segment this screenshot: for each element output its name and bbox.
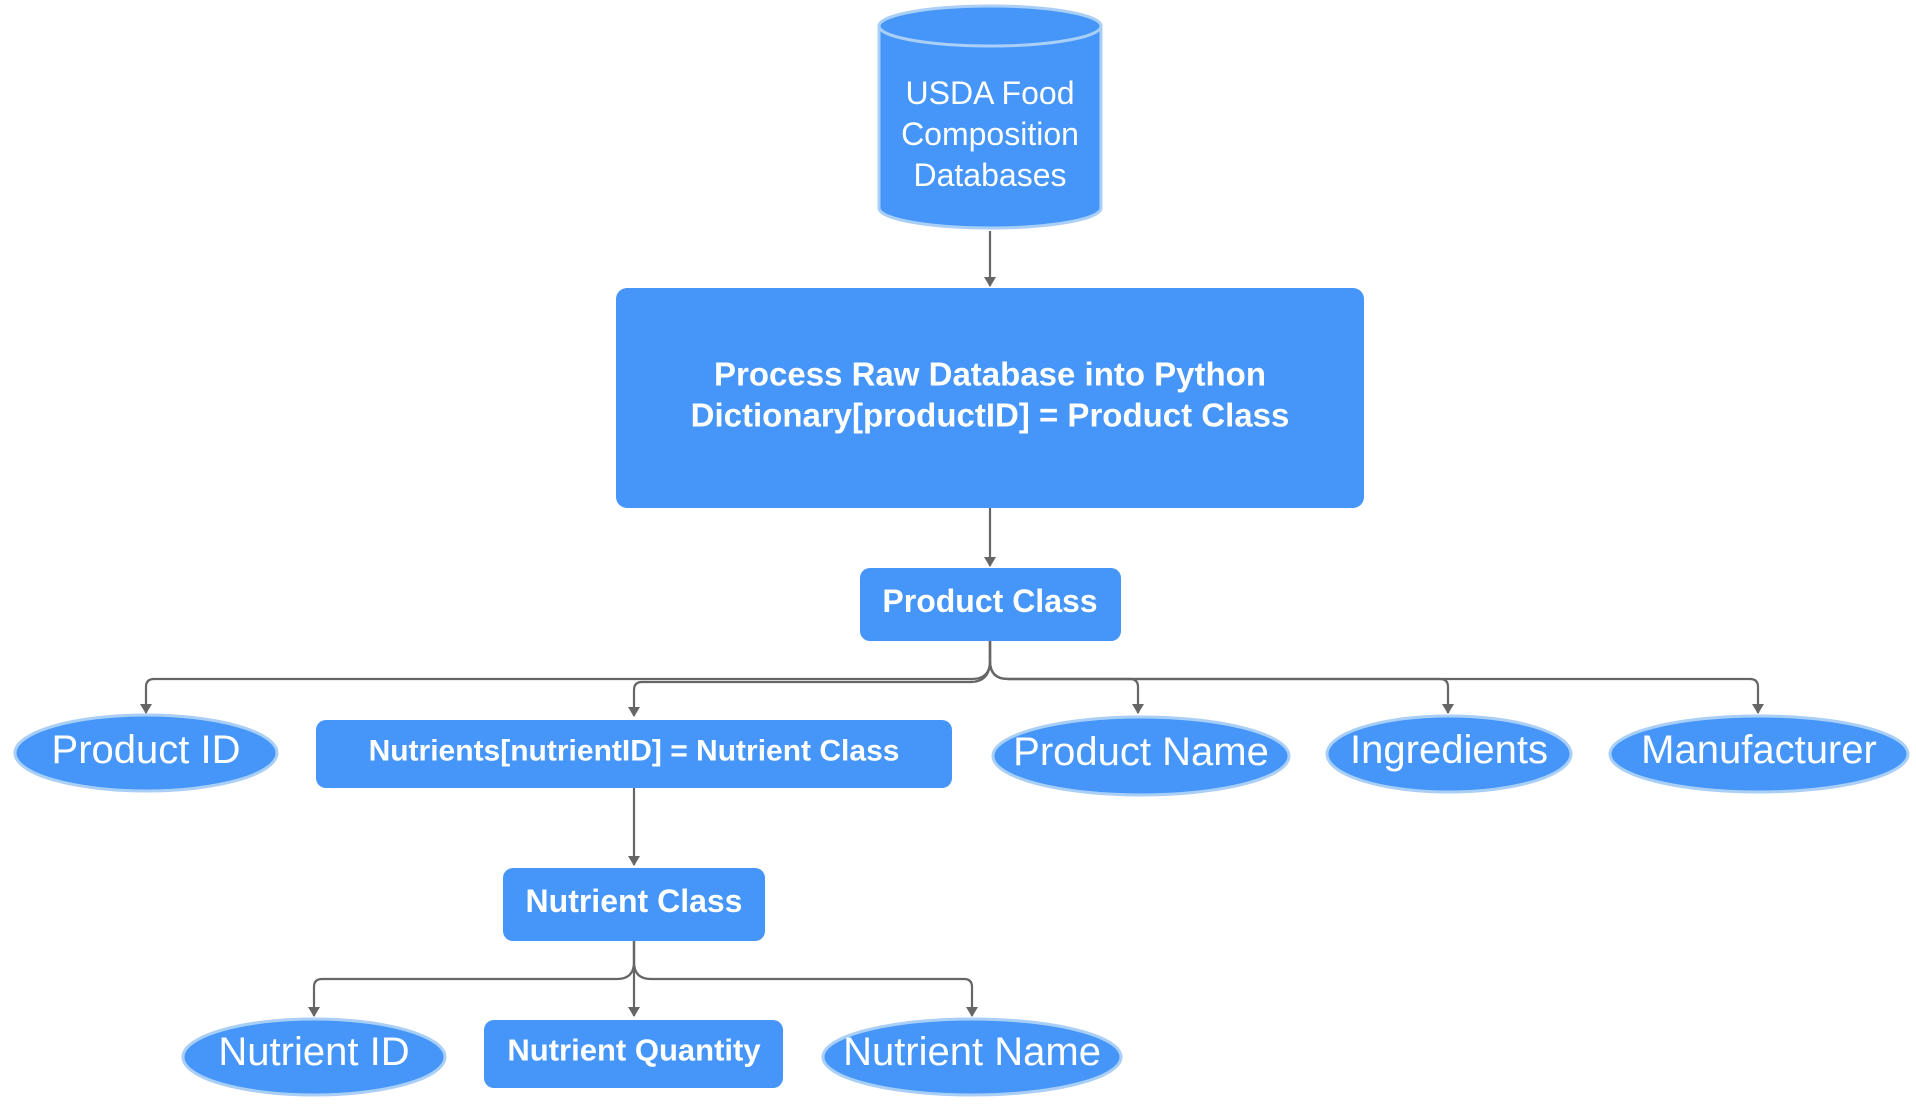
product-name-node: Product Name [991,715,1291,797]
manufacturer-label: Manufacturer [1641,728,1877,772]
nutrients-dictionary-node: Nutrients[nutrientID] = Nutrient Class [316,720,952,788]
manufacturer-node: Manufacturer [1608,714,1910,794]
edge-product-class-to-ingredients [988,641,1454,714]
usda-database-label-line-3: Databases [914,157,1067,193]
process-label-line-2: Dictionary[productID] = Product Class [691,397,1290,434]
nutrient-quantity-node: Nutrient Quantity [484,1020,783,1088]
process-raw-database-node: Process Raw Database into Python Diction… [616,288,1364,508]
usda-database-cylinder: USDA Food Composition Databases [877,4,1103,230]
edge-nutrient-class-to-nutrient-id [308,941,636,1017]
edge-product-class-to-nutrients-dict [628,641,992,717]
process-label-line-1: Process Raw Database into Python [714,356,1266,393]
product-class-node: Product Class [860,568,1121,641]
edge-product-class-to-product-name [988,641,1144,714]
nutrient-class-node: Nutrient Class [503,868,765,941]
ingredients-node: Ingredients [1325,714,1573,794]
nutrient-name-label: Nutrient Name [843,1030,1101,1074]
edge-product-class-to-manufacturer [988,641,1764,714]
product-name-label: Product Name [1013,730,1269,774]
ingredients-label: Ingredients [1350,728,1548,772]
product-class-label: Product Class [882,583,1097,619]
nutrient-quantity-label: Nutrient Quantity [507,1033,761,1068]
nutrient-class-label: Nutrient Class [526,883,743,919]
nutrient-id-node: Nutrient ID [181,1017,447,1097]
product-id-label: Product ID [52,728,241,772]
usda-database-label-line-1: USDA Food [906,75,1075,111]
product-id-node: Product ID [13,713,279,793]
nutrient-id-label: Nutrient ID [218,1030,409,1074]
nutrient-name-node: Nutrient Name [821,1017,1123,1097]
edge-product-class-to-product-id [140,641,992,714]
nutrients-dictionary-label: Nutrients[nutrientID] = Nutrient Class [369,735,900,768]
usda-database-label-line-2: Composition [901,116,1079,152]
edge-nutrient-class-to-nutrient-name [632,941,978,1017]
